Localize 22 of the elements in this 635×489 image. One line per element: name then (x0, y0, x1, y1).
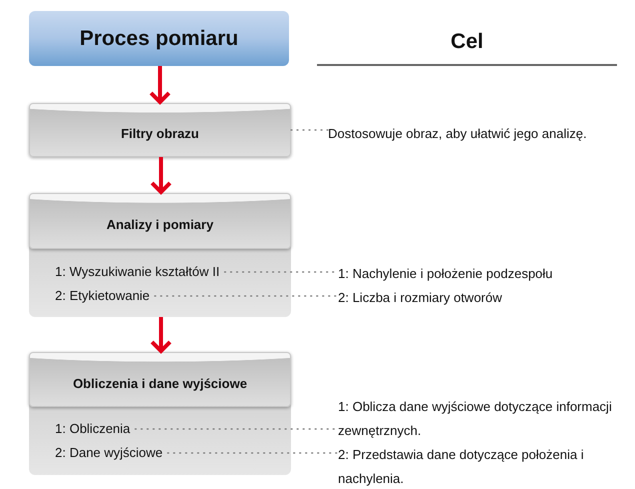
dotted-leader-line (167, 452, 339, 454)
column-heading: Cel (450, 29, 484, 55)
flow-arrow (149, 66, 171, 104)
process-box: Obliczenia i dane wyjściowe (29, 352, 291, 407)
panel-item: 1: Obliczenia (55, 419, 130, 439)
panel-item: 2: Dane wyjściowe (55, 443, 163, 463)
dotted-leader-line (154, 295, 339, 297)
process-panel (29, 352, 291, 475)
purpose-text: 2: Liczba i rozmiary otworów (338, 286, 628, 306)
flow-arrow (150, 157, 172, 194)
panel-item: 2: Etykietowanie (55, 286, 150, 306)
dotted-leader-line (290, 129, 329, 131)
process-box: Filtry obrazu (29, 103, 291, 157)
purpose-text: 2: Przedstawia dane dotyczące położenia i nachylenia. (338, 443, 632, 489)
purpose-text: Dostosowuje obraz, aby ułatwić jego analizę. (328, 122, 628, 142)
panel-item: 1: Wyszukiwanie kształtów II (55, 262, 220, 282)
process-header: Proces pomiaru (29, 11, 289, 66)
purpose-text: 1: Nachylenie i położenie podzespołu (338, 262, 628, 282)
process-box: Analizy i pomiary (29, 193, 291, 249)
purpose-text: 1: Oblicza dane wyjściowe dotyczące informacji zewnętrznych. (338, 395, 632, 441)
flow-arrow (150, 317, 172, 353)
process-panel (29, 193, 291, 317)
